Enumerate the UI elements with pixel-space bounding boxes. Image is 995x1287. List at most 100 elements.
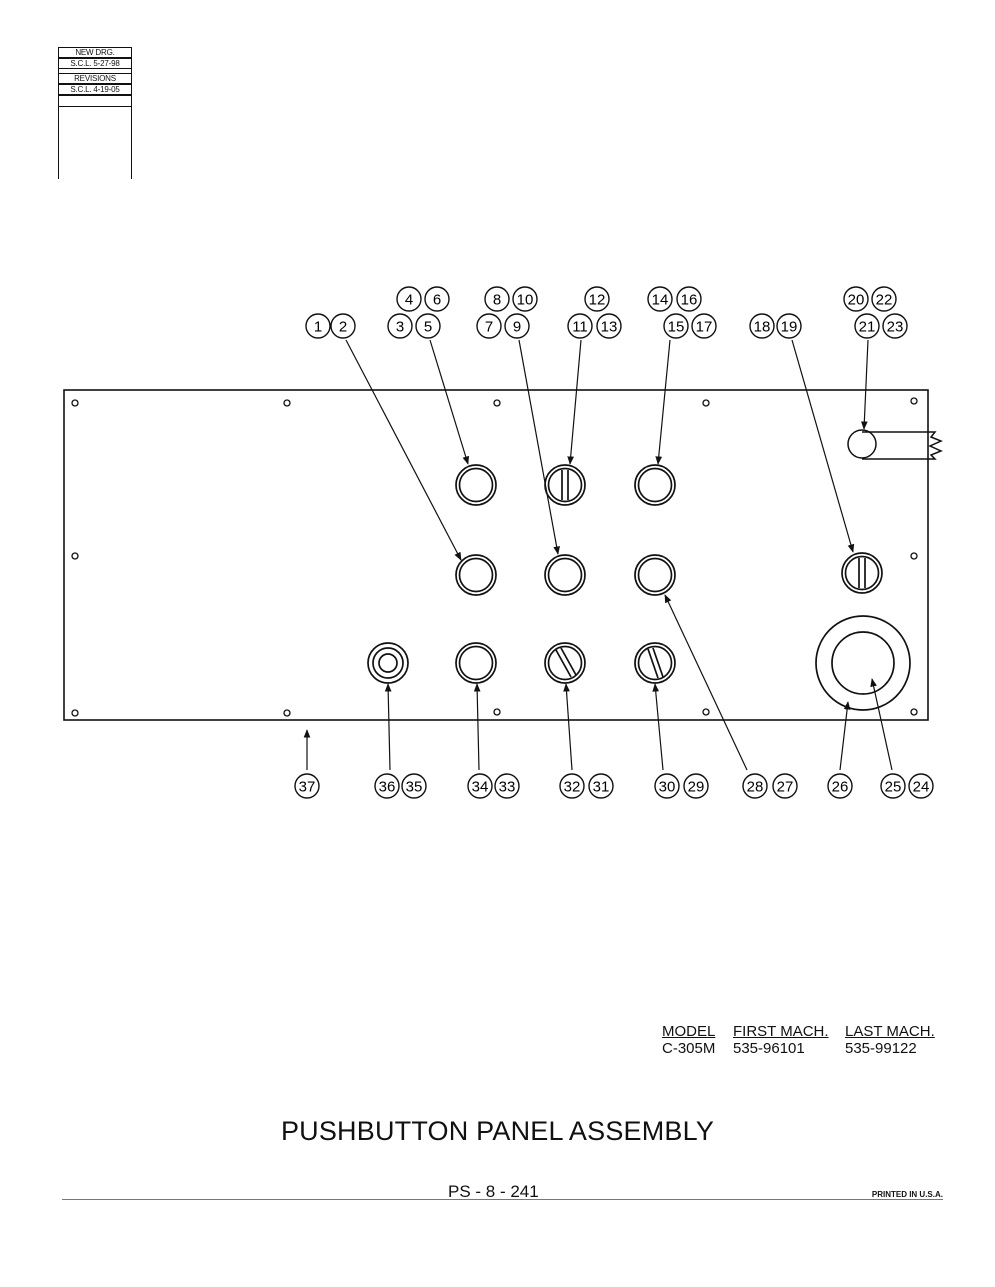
- callout-label: 37: [299, 779, 316, 796]
- callout-label: 21: [859, 319, 876, 336]
- callout-20: 20: [843, 286, 869, 312]
- callout-label: 3: [396, 319, 404, 336]
- callout-label: 17: [696, 319, 713, 336]
- callout-label: 1: [314, 319, 322, 336]
- callout-label: 7: [485, 319, 493, 336]
- callout-5: 5: [415, 313, 441, 339]
- revision-entry: S.C.L. 4-19-05: [59, 84, 131, 95]
- callout-28: 28: [742, 773, 768, 799]
- callout-15: 15: [663, 313, 689, 339]
- callout-label: 10: [517, 292, 534, 309]
- callout-18: 18: [749, 313, 775, 339]
- emergency-stop-button: [815, 615, 911, 711]
- callout-7: 7: [476, 313, 502, 339]
- callout-16: 16: [676, 286, 702, 312]
- last-machine-header: LAST MACH.: [845, 1023, 935, 1040]
- pushbutton-row2-middle: [544, 554, 586, 596]
- selector-switch-row1-middle: [544, 464, 586, 506]
- callout-label: 30: [659, 779, 676, 796]
- callout-label: 9: [513, 319, 521, 336]
- callout-2: 2: [330, 313, 356, 339]
- callout-30: 30: [654, 773, 680, 799]
- callout-33: 33: [494, 773, 520, 799]
- callout-label: 20: [848, 292, 865, 309]
- selector-switch-row2-far-right: [841, 552, 883, 594]
- callout-label: 36: [379, 779, 396, 796]
- callout-6: 6: [424, 286, 450, 312]
- callout-4: 4: [396, 286, 422, 312]
- callout-label: 16: [681, 292, 698, 309]
- callout-3: 3: [387, 313, 413, 339]
- callout-17: 17: [691, 313, 717, 339]
- callout-label: 28: [747, 779, 764, 796]
- leader-lines: [303, 339, 893, 771]
- callout-label: 13: [601, 319, 618, 336]
- callout-label: 35: [406, 779, 423, 796]
- callout-label: 24: [913, 779, 930, 796]
- callout-36: 36: [374, 773, 400, 799]
- callout-label: 2: [339, 319, 347, 336]
- callout-label: 14: [652, 292, 669, 309]
- cable-grommet: [847, 429, 943, 460]
- callout-32: 32: [559, 773, 585, 799]
- panel-plate: [63, 389, 929, 721]
- callout-35: 35: [401, 773, 427, 799]
- callout-24: 24: [908, 773, 934, 799]
- callout-29: 29: [683, 773, 709, 799]
- callout-26: 26: [827, 773, 853, 799]
- callout-23: 23: [882, 313, 908, 339]
- drawing-title: PUSHBUTTON PANEL ASSEMBLY: [280, 1116, 715, 1146]
- callout-25: 25: [880, 773, 906, 799]
- callout-label: 25: [885, 779, 902, 796]
- callout-13: 13: [596, 313, 622, 339]
- callout-21: 21: [854, 313, 880, 339]
- callout-label: 8: [493, 292, 501, 309]
- callout-label: 15: [668, 319, 685, 336]
- callout-9: 9: [504, 313, 530, 339]
- callout-8: 8: [484, 286, 510, 312]
- pushbutton-row1-right: [634, 464, 676, 506]
- selector-switch-row3-left: [544, 642, 586, 684]
- callout-label: 19: [781, 319, 798, 336]
- model-header: MODEL: [662, 1023, 716, 1040]
- pushbutton-row2-left: [455, 554, 497, 596]
- pushbutton-row1-left: [455, 464, 497, 506]
- callout-12: 12: [584, 286, 610, 312]
- revision-blank-row: [59, 95, 131, 107]
- pushbutton-row3: [455, 642, 497, 684]
- pushbutton-row2-right: [634, 554, 676, 596]
- callout-11: 11: [567, 313, 593, 339]
- last-machine-value: 535-99122: [845, 1040, 917, 1057]
- footer-divider: [62, 1199, 943, 1200]
- first-machine-header: FIRST MACH.: [733, 1023, 829, 1040]
- callout-label: 32: [564, 779, 581, 796]
- revisions-label: REVISIONS: [59, 73, 131, 84]
- printed-in-usa-note: PRINTED IN U.S.A.: [871, 1190, 943, 1199]
- new-drawing-date: S.C.L. 5-27-98: [59, 58, 131, 69]
- callout-label: 11: [572, 319, 588, 336]
- callout-label: 18: [754, 319, 771, 336]
- callout-19: 19: [776, 313, 802, 339]
- callout-10: 10: [512, 286, 538, 312]
- callout-1: 1: [305, 313, 331, 339]
- callout-27: 27: [772, 773, 798, 799]
- page-number: PS - 8 - 241: [448, 1182, 539, 1201]
- callout-label: 22: [876, 292, 893, 309]
- selector-switch-row3-right: [634, 642, 676, 684]
- callout-label: 4: [405, 292, 413, 309]
- pilot-light-row3: [367, 642, 409, 684]
- callout-label: 23: [887, 319, 904, 336]
- mounting-holes: [71, 397, 918, 717]
- callout-label: 34: [472, 779, 489, 796]
- callout-label: 26: [832, 779, 849, 796]
- callout-label: 12: [589, 292, 606, 309]
- first-machine-value: 535-96101: [733, 1040, 805, 1057]
- callout-label: 33: [499, 779, 516, 796]
- model-table: MODEL FIRST MACH. LAST MACH. C-305M 535-…: [662, 1023, 955, 1057]
- callout-14: 14: [647, 286, 673, 312]
- model-value: C-305M: [662, 1040, 716, 1057]
- callout-label: 5: [424, 319, 432, 336]
- callout-label: 31: [593, 779, 610, 796]
- callout-34: 34: [467, 773, 493, 799]
